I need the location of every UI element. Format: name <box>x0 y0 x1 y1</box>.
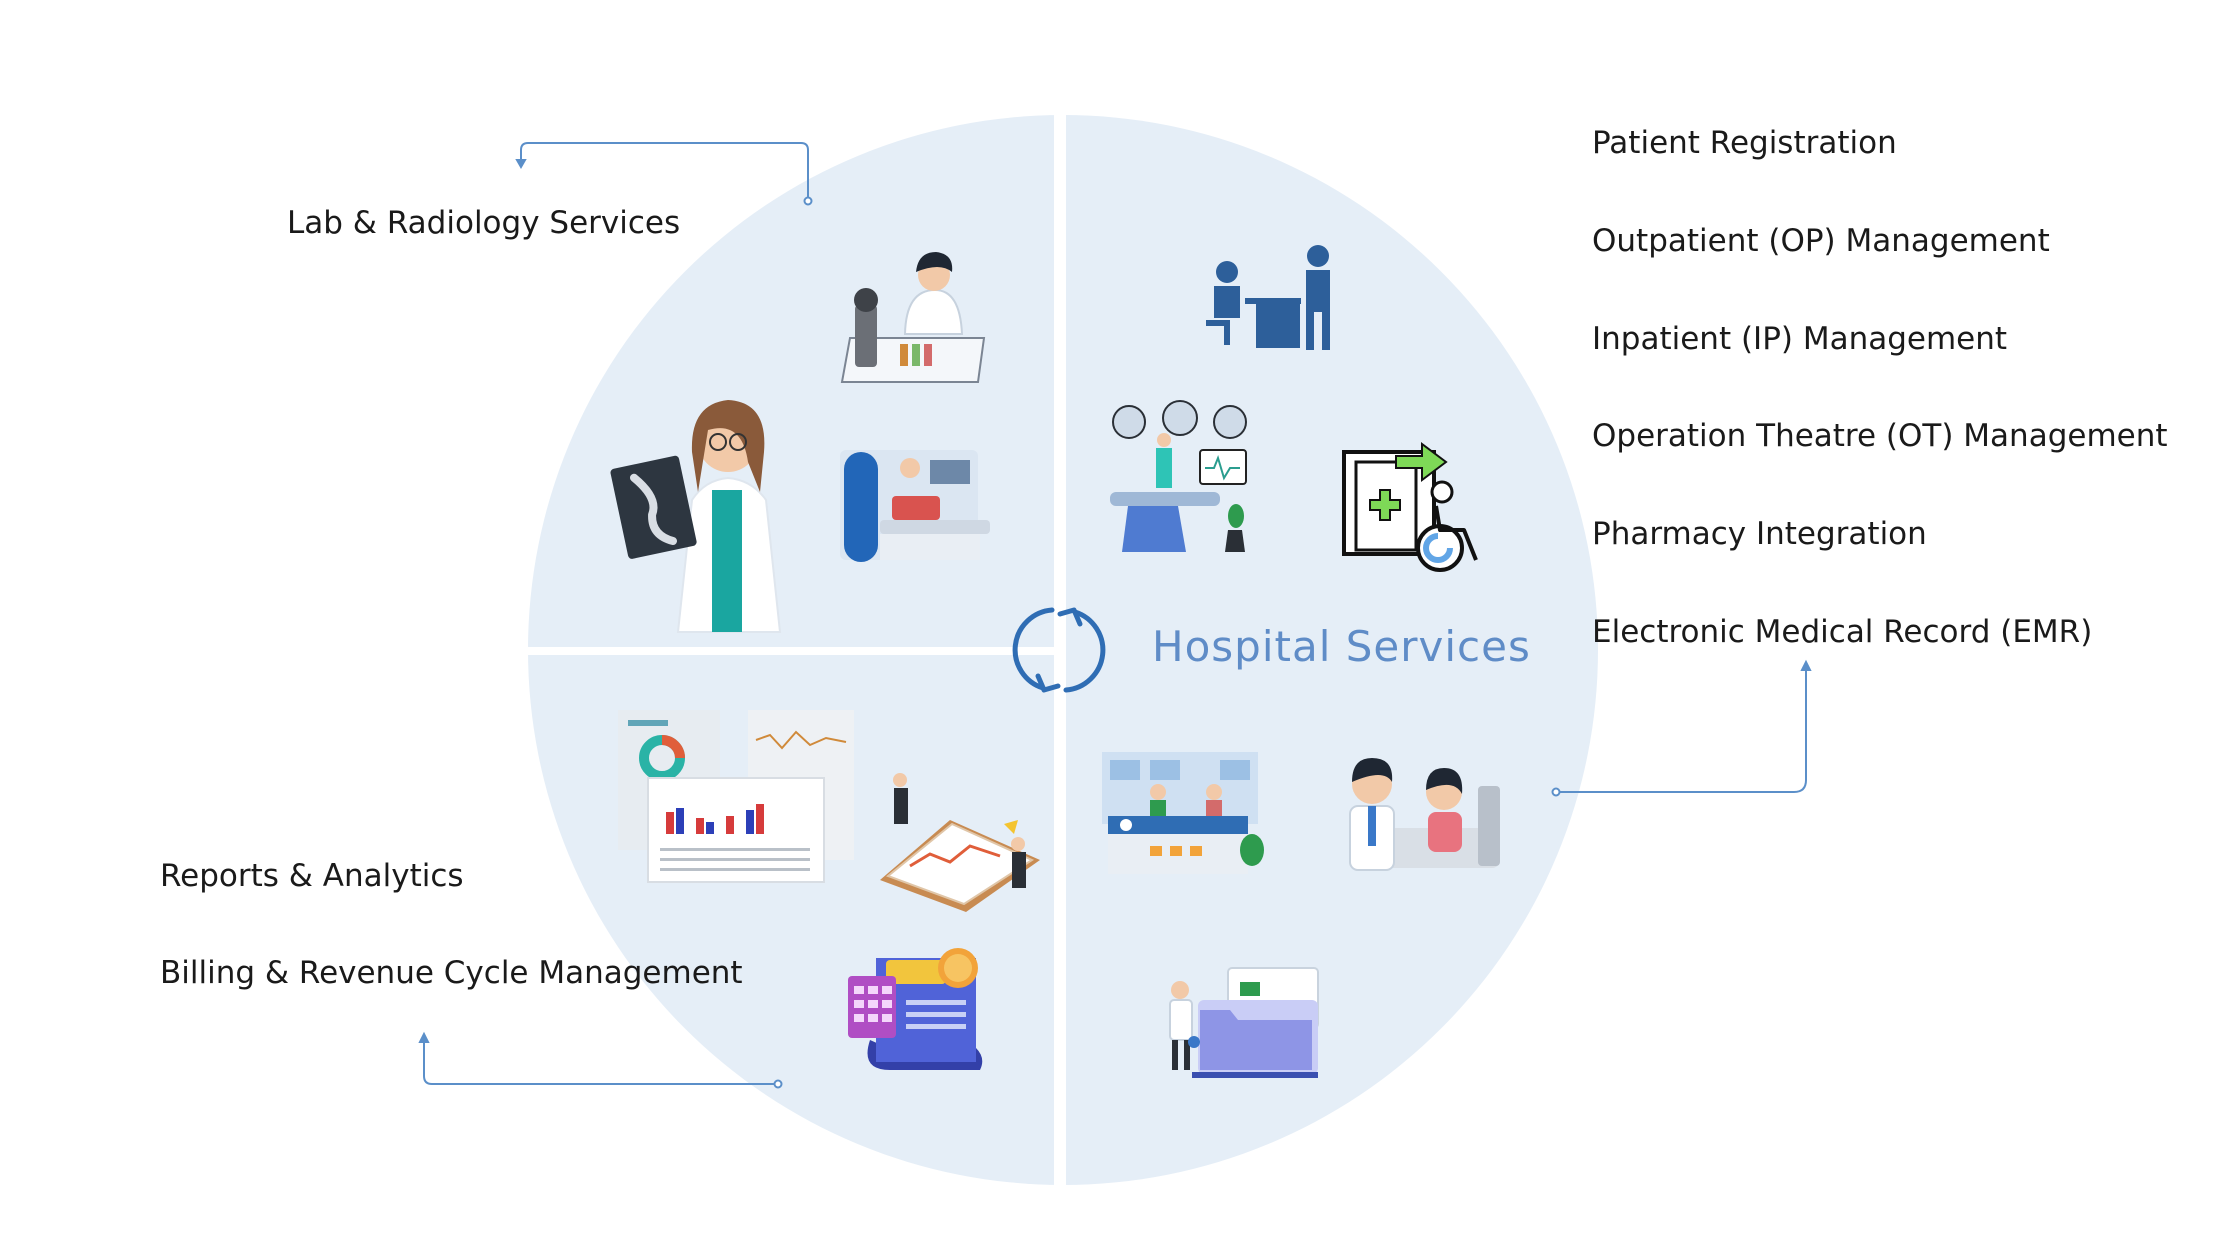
service-label-inpatient: Inpatient (IP) Management <box>1592 321 2008 357</box>
center-title: Hospital Services <box>1152 622 1531 671</box>
horizontal-divider-left <box>520 647 1060 655</box>
lab-technician-microscope-icon <box>840 252 986 383</box>
wheelchair-door-icon <box>1342 442 1478 572</box>
connector-emr <box>1551 659 1812 797</box>
bill-calculator-icon <box>848 948 983 1070</box>
cycle-arrows-icon <box>1012 607 1106 693</box>
service-label-billing: Billing & Revenue Cycle Management <box>160 955 743 991</box>
service-label-lab-radiology: Lab & Radiology Services <box>287 205 681 241</box>
patient-registration-desk-icon <box>1206 245 1330 350</box>
analytics-reports-icon <box>618 710 854 883</box>
doctor-patient-bed-icon <box>1349 758 1500 871</box>
service-label-operation-theatre: Operation Theatre (OT) Management <box>1592 418 2168 454</box>
service-label-reports-analytics: Reports & Analytics <box>160 858 464 894</box>
service-label-pharmacy: Pharmacy Integration <box>1592 516 1927 552</box>
business-chart-clipboard-icon <box>880 773 1040 912</box>
service-label-emr: Electronic Medical Record (EMR) <box>1592 614 2093 650</box>
service-label-patient-registration: Patient Registration <box>1592 125 1897 161</box>
service-label-outpatient: Outpatient (OP) Management <box>1592 223 2050 259</box>
connector-lab <box>515 142 813 206</box>
pharmacy-counter-icon <box>1102 752 1264 874</box>
doctor-medical-records-folder-icon <box>1169 967 1319 1078</box>
connector-billing <box>418 1031 783 1089</box>
mri-scanner-icon <box>840 450 990 562</box>
radiologist-xray-icon <box>610 400 782 633</box>
operation-theatre-icon <box>1110 400 1247 552</box>
